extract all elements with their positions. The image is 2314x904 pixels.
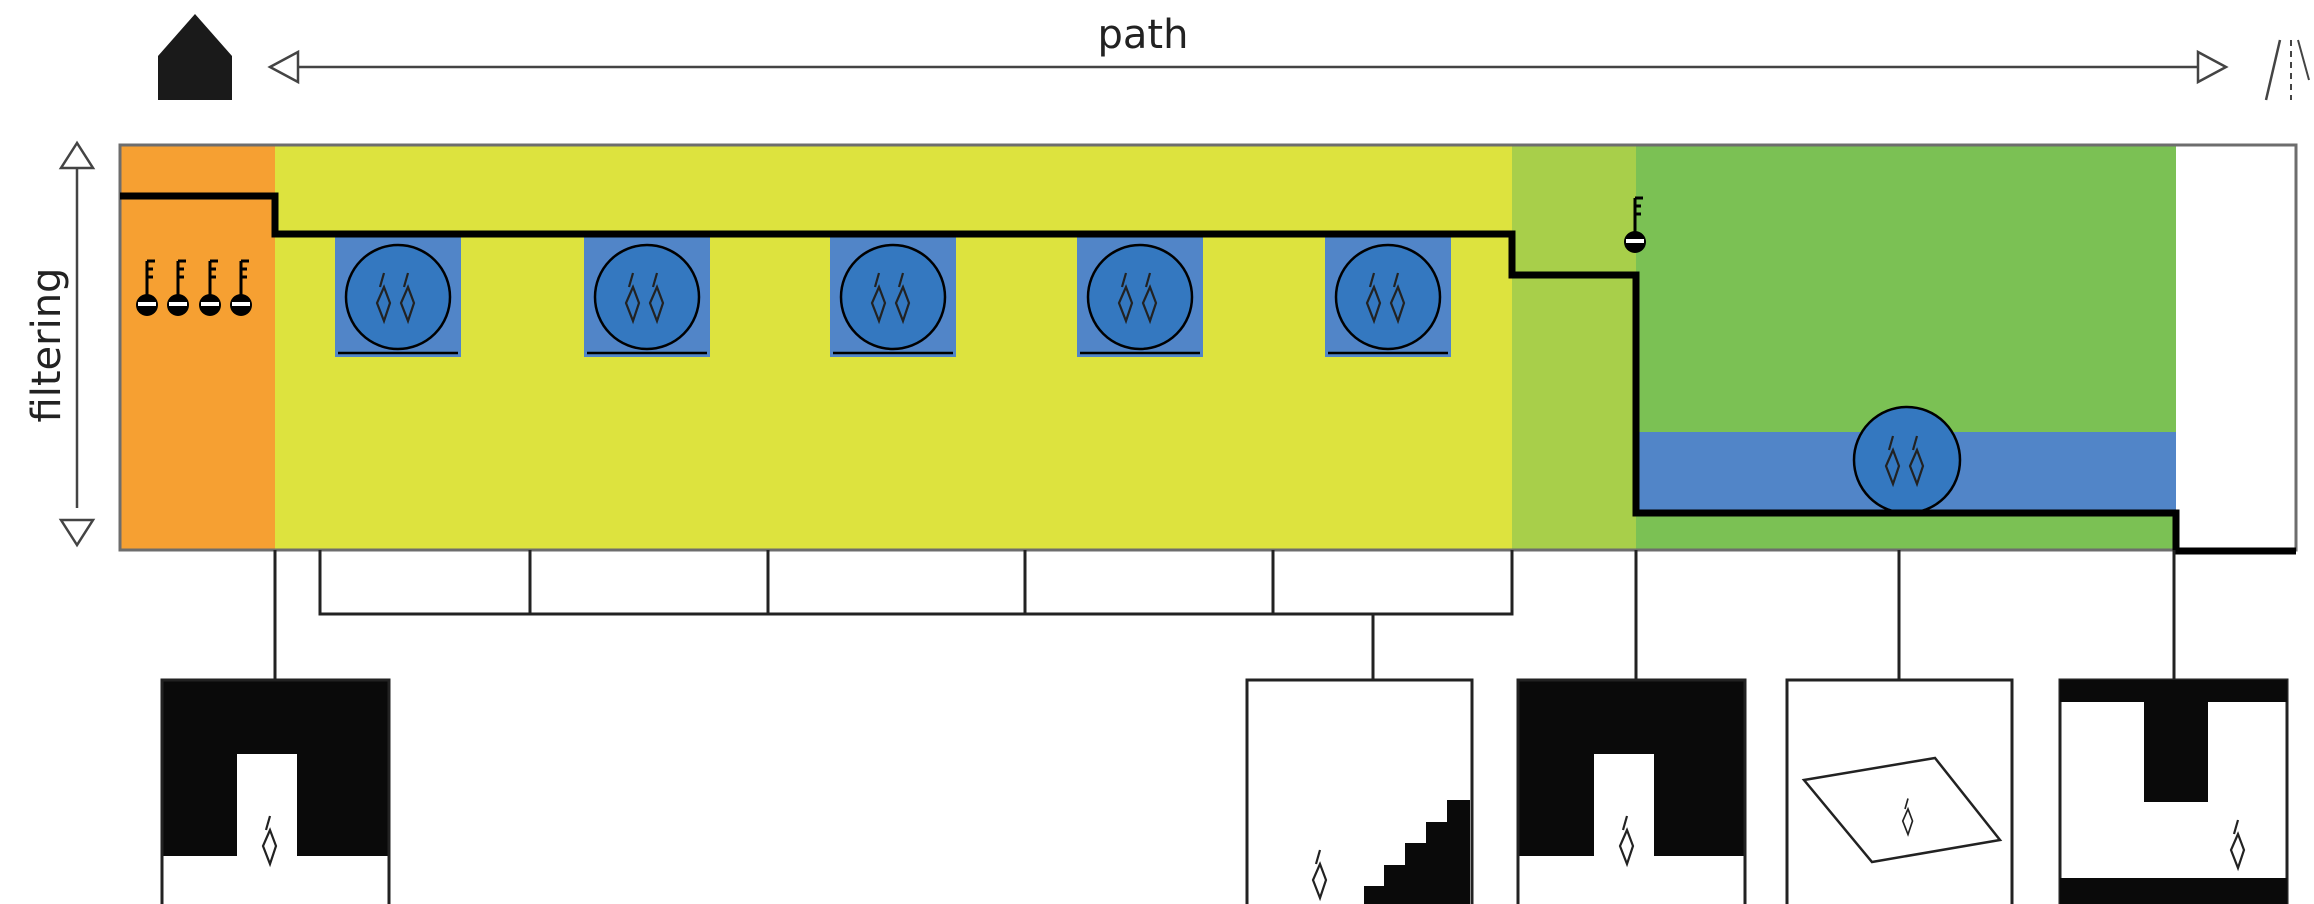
filtering-arrow (58, 140, 96, 548)
thumbnail-staircase (1245, 678, 1474, 904)
sensor-circle-icon (1325, 237, 1451, 357)
zone-transition (1512, 145, 1636, 550)
thumbnail-exit-room (2058, 678, 2289, 904)
thumbnail-floor-panel (1785, 678, 2014, 904)
thumbnail-doorway-2 (1516, 678, 1747, 904)
connector-lines (273, 550, 2176, 680)
zone-entrance (120, 145, 275, 550)
filtering-level-line (120, 192, 2296, 555)
band-outline (118, 143, 2298, 552)
sensor-circle-icon (335, 237, 461, 357)
break-mark-icon (2264, 39, 2310, 101)
thumbnail-doorway (160, 678, 391, 904)
path-label: path (1098, 12, 1189, 58)
filtering-label: filtering (24, 268, 70, 423)
zone-exit (2176, 145, 2296, 550)
path-arrow (267, 49, 2229, 85)
sensor-circle-icon (584, 237, 710, 357)
sensor-circle-icon (1852, 405, 1962, 515)
house-icon (158, 14, 232, 100)
sensor-circle-icon (830, 237, 956, 357)
sensor-circle-icon (1077, 237, 1203, 357)
